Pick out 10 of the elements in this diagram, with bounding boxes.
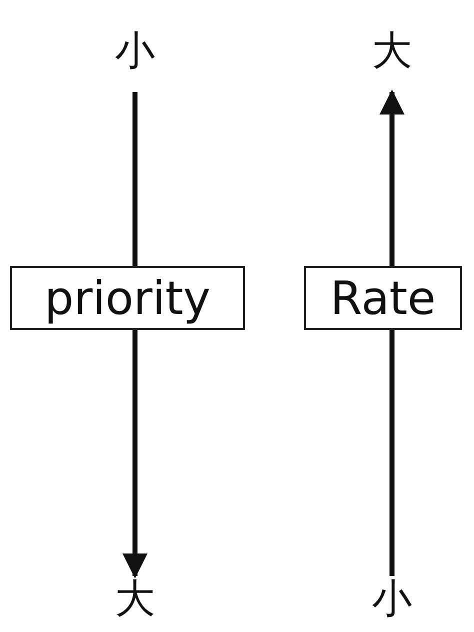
axis-end-label: 小: [357, 576, 427, 626]
axis-end-label: 小: [100, 28, 170, 92]
arrow: [122, 330, 148, 578]
axis-end-label: 大: [100, 576, 170, 626]
arrow: [380, 90, 404, 266]
connector-line: [132, 92, 138, 266]
label-box: Rate: [304, 266, 462, 330]
axis-end-label: 大: [357, 28, 427, 92]
connector-line: [390, 330, 394, 576]
label-box: priority: [10, 266, 245, 330]
